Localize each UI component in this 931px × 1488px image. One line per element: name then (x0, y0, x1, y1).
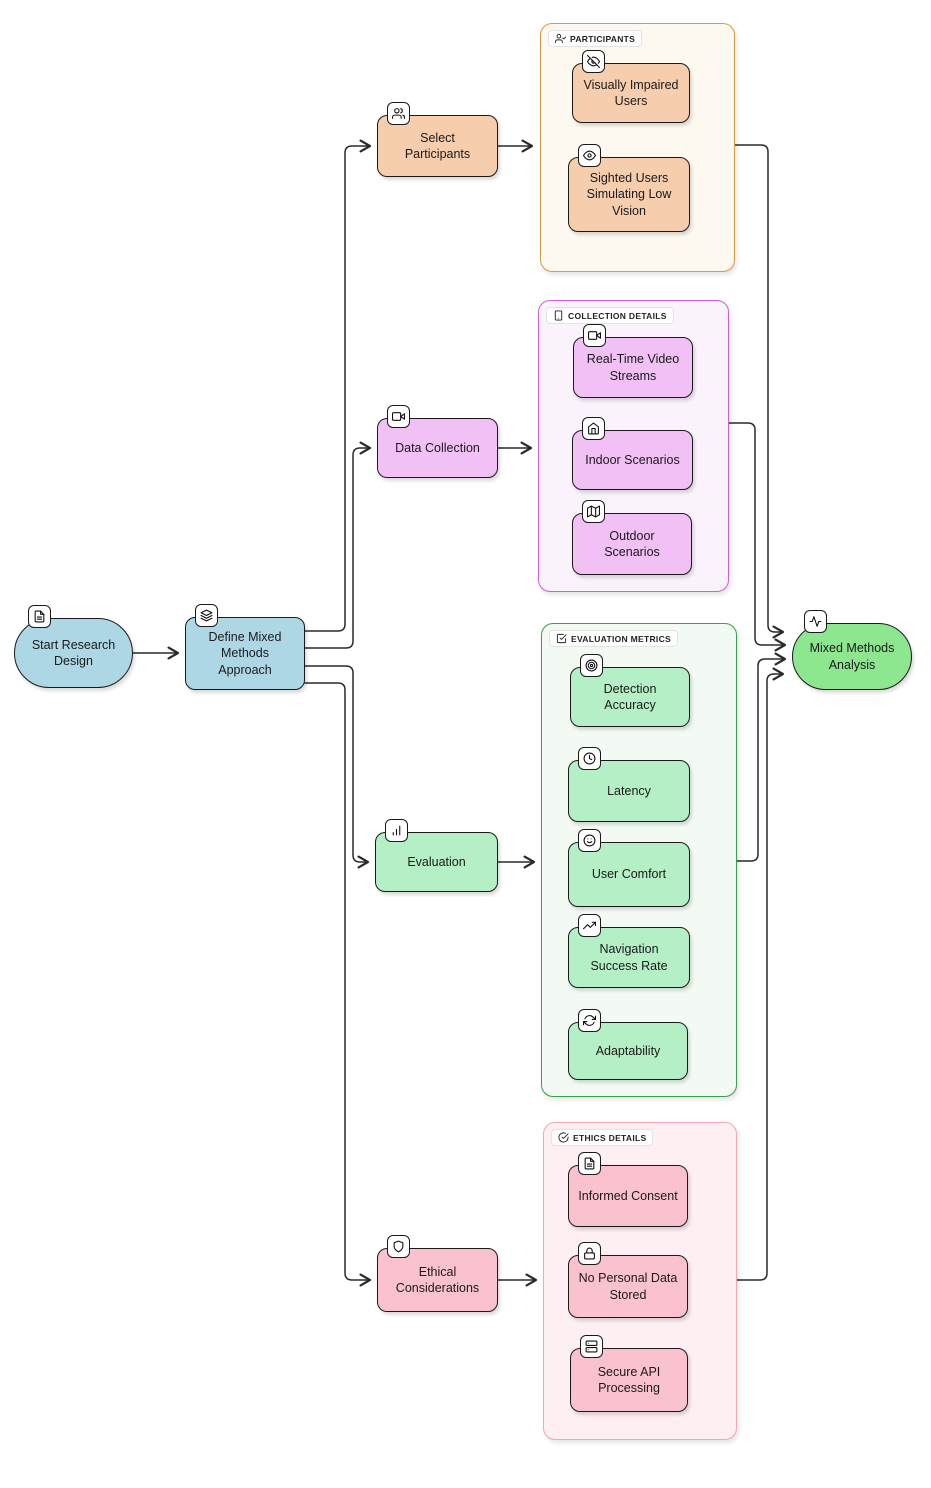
subgraph-metrics-title: EVALUATION METRICS (549, 630, 678, 647)
clock-icon (578, 747, 601, 770)
edge-metrics-analysis (734, 652, 787, 862)
node-define-mixed-methods: Define Mixed Methods Approach (185, 604, 305, 690)
smile-icon (578, 829, 601, 852)
edge-ethics-analysis (734, 667, 785, 1281)
node-label: Define Mixed Methods Approach (208, 630, 282, 677)
refresh-icon (578, 1009, 601, 1032)
node-label: Latency (607, 783, 651, 798)
node-detection-accuracy: Detection Accuracy (570, 654, 690, 727)
node-visually-impaired-users: Visually Impaired Users (572, 50, 690, 123)
node-user-comfort: User Comfort (568, 829, 690, 907)
target-icon (580, 654, 603, 677)
node-start-research-design: Start Research Design (14, 605, 133, 688)
node-label: User Comfort (591, 867, 667, 882)
edge-define-ethical (304, 682, 372, 1287)
node-label: Data Collection (395, 440, 480, 455)
eye-icon (578, 144, 601, 167)
edge-collection-analysis (726, 422, 787, 652)
node-latency: Latency (568, 747, 690, 822)
map-icon (582, 500, 605, 523)
node-secure-api-processing: Secure API Processing (570, 1335, 688, 1412)
subgraph-title-text: ETHICS DETAILS (573, 1132, 647, 1143)
node-label: Select Participants (404, 130, 471, 161)
node-label: Evaluation (407, 854, 466, 869)
node-label: Navigation Success Rate (590, 942, 668, 973)
node-no-personal-data-stored: No Personal Data Stored (568, 1242, 688, 1318)
user-check-icon (555, 33, 566, 44)
node-label: Outdoor Scenarios (604, 528, 660, 559)
node-data-collection: Data Collection (377, 405, 498, 478)
node-outdoor-scenarios: Outdoor Scenarios (572, 500, 692, 575)
node-label: Visually Impaired Users (583, 77, 679, 108)
node-indoor-scenarios: Indoor Scenarios (572, 417, 693, 490)
lock-icon (578, 1242, 601, 1265)
node-label: Start Research Design (31, 637, 116, 668)
check-circle-icon (558, 1132, 569, 1143)
node-label: Real-Time Video Streams (586, 352, 680, 383)
edge-define-data-collection (304, 441, 372, 649)
node-label: Informed Consent (578, 1188, 678, 1203)
node-navigation-success-rate: Navigation Success Rate (568, 914, 690, 988)
users-icon (387, 102, 410, 125)
activity-icon (804, 610, 827, 633)
subgraph-participants: PARTICIPANTS (540, 23, 735, 272)
trending-up-icon (578, 914, 601, 937)
node-label: Indoor Scenarios (585, 452, 680, 467)
node-label: Detection Accuracy (603, 681, 657, 712)
edge-define-evaluation (304, 665, 370, 869)
node-label: Ethical Considerations (395, 1264, 480, 1295)
subgraph-participants-title: PARTICIPANTS (548, 30, 643, 47)
node-mixed-methods-analysis: Mixed Methods Analysis (792, 610, 912, 690)
subgraph-collection-title: COLLECTION DETAILS (546, 307, 674, 324)
node-label: Sighted Users Simulating Low Vision (586, 171, 672, 218)
eye-off-icon (582, 50, 605, 73)
node-informed-consent: Informed Consent (568, 1152, 688, 1227)
node-sighted-users: Sighted Users Simulating Low Vision (568, 144, 690, 232)
subgraph-title-text: COLLECTION DETAILS (568, 310, 667, 321)
video-icon (387, 405, 410, 428)
edge-participants-analysis (732, 144, 785, 639)
subgraph-title-text: EVALUATION METRICS (571, 633, 671, 644)
node-label: Mixed Methods Analysis (809, 641, 895, 672)
bar-chart-icon (385, 819, 408, 842)
node-label: Adaptability (595, 1043, 661, 1058)
smartphone-icon (553, 310, 564, 321)
node-adaptability: Adaptability (568, 1009, 688, 1080)
node-real-time-video-streams: Real-Time Video Streams (573, 324, 693, 398)
subgraph-ethics-title: ETHICS DETAILS (551, 1129, 654, 1146)
edge-define-select-participants (304, 139, 372, 632)
node-label: No Personal Data Stored (578, 1271, 678, 1302)
node-select-participants: Select Participants (377, 102, 498, 177)
shield-icon (387, 1235, 410, 1258)
subgraph-title-text: PARTICIPANTS (570, 33, 636, 44)
node-ethical-considerations: Ethical Considerations (377, 1235, 498, 1312)
check-square-icon (556, 633, 567, 644)
node-label: Secure API Processing (597, 1364, 661, 1395)
home-icon (582, 417, 605, 440)
node-evaluation: Evaluation (375, 819, 498, 892)
file-text-icon (578, 1152, 601, 1175)
video-icon (583, 324, 606, 347)
file-text-icon (28, 605, 51, 628)
server-icon (580, 1335, 603, 1358)
layers-icon (195, 604, 218, 627)
